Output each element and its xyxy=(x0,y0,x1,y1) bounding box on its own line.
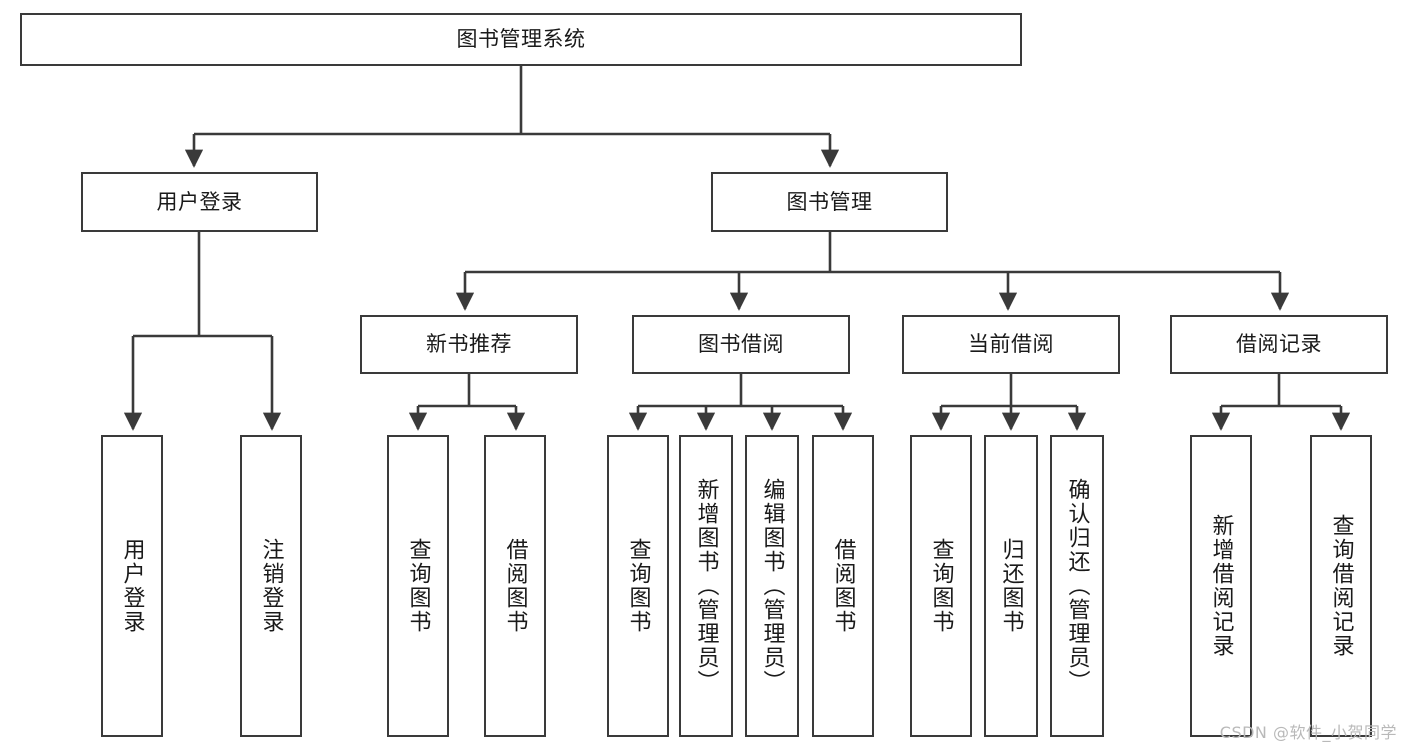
leaf-text-wrap: 借阅图书 xyxy=(486,437,544,735)
leaf-text-wrap: 新增借阅记录 xyxy=(1192,437,1250,735)
leaf-text-wrap: 查询图书 xyxy=(609,437,667,735)
leaf-text-wrap: 注销登录 xyxy=(242,437,300,735)
node-leaf-borrow-book-1-label: 借阅图书 xyxy=(502,538,528,634)
leaf-text-wrap: 查询图书 xyxy=(389,437,447,735)
leaf-text-wrap: 借阅图书 xyxy=(814,437,872,735)
node-leaf-query-book-1-label: 查询图书 xyxy=(405,538,431,634)
csdn-watermark: CSDN @软件_小贺同学 xyxy=(1219,723,1397,742)
node-book-borrow[interactable]: 图书借阅 xyxy=(632,315,850,374)
node-leaf-add-record-label: 新增借阅记录 xyxy=(1208,514,1234,658)
node-leaf-return-book[interactable]: 归还图书 xyxy=(984,435,1038,737)
node-leaf-user-logout[interactable]: 注销登录 xyxy=(240,435,302,737)
node-leaf-borrow-book-2[interactable]: 借阅图书 xyxy=(812,435,874,737)
node-leaf-query-record-label: 查询借阅记录 xyxy=(1328,514,1354,658)
node-leaf-query-book-3[interactable]: 查询图书 xyxy=(910,435,972,737)
node-current-borrow[interactable]: 当前借阅 xyxy=(902,315,1120,374)
leaf-text-wrap: 查询图书 xyxy=(912,437,970,735)
node-leaf-edit-book-label: 编辑图书（管理员） xyxy=(759,478,785,694)
leaf-text-wrap: 确认归还（管理员） xyxy=(1052,437,1102,735)
node-book-manage-label: 图书管理 xyxy=(786,189,873,214)
node-leaf-add-record[interactable]: 新增借阅记录 xyxy=(1190,435,1252,737)
node-user-login[interactable]: 用户登录 xyxy=(81,172,318,232)
node-leaf-query-book-1[interactable]: 查询图书 xyxy=(387,435,449,737)
node-leaf-borrow-book-2-label: 借阅图书 xyxy=(830,538,856,634)
leaf-text-wrap: 新增图书（管理员） xyxy=(681,437,731,735)
node-new-book-rec-label: 新书推荐 xyxy=(426,332,512,357)
leaf-text-wrap: 用户登录 xyxy=(103,437,161,735)
node-leaf-return-book-label: 归还图书 xyxy=(998,538,1024,634)
node-book-manage[interactable]: 图书管理 xyxy=(711,172,948,232)
node-leaf-query-book-3-label: 查询图书 xyxy=(928,538,954,634)
node-leaf-user-login[interactable]: 用户登录 xyxy=(101,435,163,737)
leaf-text-wrap: 编辑图书（管理员） xyxy=(747,437,797,735)
leaf-text-wrap: 查询借阅记录 xyxy=(1312,437,1370,735)
node-leaf-query-book-2[interactable]: 查询图书 xyxy=(607,435,669,737)
node-leaf-query-book-2-label: 查询图书 xyxy=(625,538,651,634)
node-leaf-add-book-label: 新增图书（管理员） xyxy=(693,478,719,694)
node-leaf-confirm-return[interactable]: 确认归还（管理员） xyxy=(1050,435,1104,737)
node-leaf-confirm-return-label: 确认归还（管理员） xyxy=(1064,478,1090,694)
node-user-login-label: 用户登录 xyxy=(156,189,243,214)
node-leaf-edit-book[interactable]: 编辑图书（管理员） xyxy=(745,435,799,737)
node-root[interactable]: 图书管理系统 xyxy=(20,13,1022,66)
node-leaf-borrow-book-1[interactable]: 借阅图书 xyxy=(484,435,546,737)
node-borrow-record-label: 借阅记录 xyxy=(1236,332,1322,357)
node-leaf-user-login-label: 用户登录 xyxy=(119,538,145,634)
node-borrow-record[interactable]: 借阅记录 xyxy=(1170,315,1388,374)
leaf-text-wrap: 归还图书 xyxy=(986,437,1036,735)
node-new-book-rec[interactable]: 新书推荐 xyxy=(360,315,578,374)
node-leaf-query-record[interactable]: 查询借阅记录 xyxy=(1310,435,1372,737)
node-book-borrow-label: 图书借阅 xyxy=(698,332,784,357)
node-leaf-user-logout-label: 注销登录 xyxy=(258,538,284,634)
node-root-label: 图书管理系统 xyxy=(456,27,586,52)
node-leaf-add-book[interactable]: 新增图书（管理员） xyxy=(679,435,733,737)
node-current-borrow-label: 当前借阅 xyxy=(968,332,1054,357)
